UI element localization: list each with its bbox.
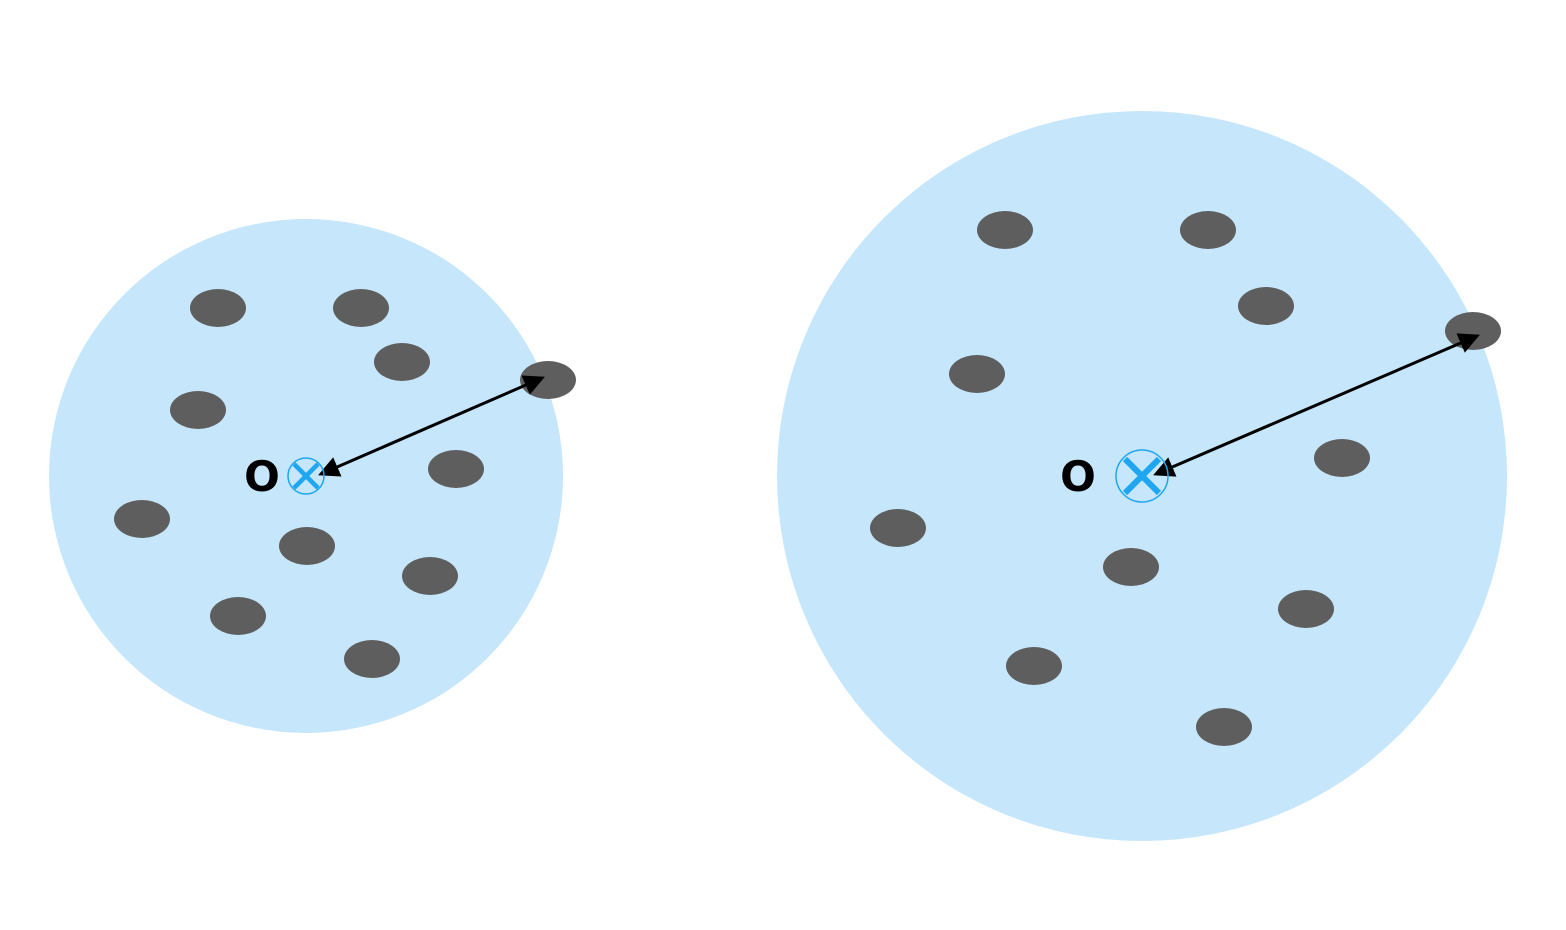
data-point [977,211,1033,249]
small-cluster: O [49,219,576,733]
data-point [949,355,1005,393]
radius-arrow [1153,333,1480,477]
data-point [190,289,246,327]
data-point [279,527,335,565]
farthest-data-point [520,361,576,399]
data-point [1103,548,1159,586]
data-point [1180,211,1236,249]
data-point [344,640,400,678]
radius-arrow [318,375,545,477]
data-point [170,391,226,429]
data-points [114,289,576,678]
data-point [114,500,170,538]
centroid-x-circle-icon [1115,449,1169,503]
centroid-x-circle-icon [287,457,325,495]
data-point [1238,287,1294,325]
center-label: O [244,452,280,501]
farthest-data-point [1445,312,1501,350]
data-point [870,509,926,547]
data-point [1314,439,1370,477]
data-point [210,597,266,635]
center-label: O [1060,452,1096,501]
data-point [333,289,389,327]
large-cluster: O [777,111,1507,841]
data-point [402,557,458,595]
data-point [374,343,430,381]
data-point [428,450,484,488]
data-point [1006,647,1062,685]
data-point [1278,590,1334,628]
data-point [1196,708,1252,746]
